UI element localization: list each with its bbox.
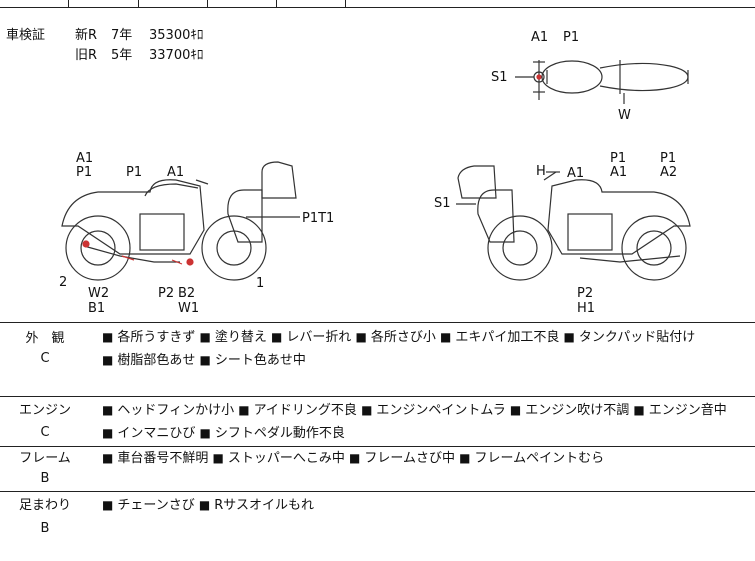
left-side-motorcycle (61, 161, 300, 281)
issue-item: 車台番号不鮮明 (102, 451, 208, 466)
label-p2: P2 (158, 286, 175, 301)
diagram-bottom-border (0, 322, 755, 323)
label-h: H (536, 164, 546, 179)
issue-item: フレームさび中 (349, 451, 455, 466)
issue-item: 塗り替え (200, 330, 267, 345)
issue-item: ストッパーへこみ中 (213, 451, 345, 466)
inspection-type: 旧R (75, 48, 98, 63)
issue-item: シフトペダル動作不良 (200, 426, 345, 441)
section-items: ヘッドフィンかけ小 アイドリング不良 エンジンペイントムラ エンジン吹け不調 エ… (102, 399, 752, 445)
label-s1: S1 (491, 70, 508, 85)
issue-item: エンジンペイントムラ (361, 403, 506, 418)
section-items: チェーンさび Rサスオイルもれ (102, 494, 752, 517)
inspection-years: 7年 (111, 28, 133, 43)
top-cell-divider (138, 0, 139, 7)
inspection-amount: 35300ｷﾛ (149, 28, 204, 43)
label-b1: B1 (88, 301, 106, 316)
issue-item: Rサスオイルもれ (199, 498, 314, 513)
label-a1: A1 (610, 165, 628, 180)
label-s1: S1 (434, 196, 451, 211)
inspection-years: 5年 (111, 48, 133, 63)
section-grade: C (40, 425, 50, 440)
label-p1: P1 (76, 165, 93, 180)
top-view-motorcycle (515, 60, 689, 104)
label-2: 2 (59, 275, 68, 290)
issue-item: 各所うすきず (102, 330, 195, 345)
section-items: 車台番号不鮮明 ストッパーへこみ中 フレームさび中 フレームペイントむら (102, 447, 752, 470)
right-side-motorcycle (456, 165, 691, 281)
section-items: 各所うすきず 塗り替え レバー折れ 各所さび小 エキパイ加工不良 タンクパッド貼… (102, 326, 752, 372)
issue-item: アイドリング不良 (238, 403, 357, 418)
section-name: 足まわり (18, 498, 71, 513)
issue-item: レバー折れ (271, 330, 351, 345)
inspection-label: 車検証 (6, 28, 46, 43)
label-a1: A1 (531, 30, 549, 45)
issue-item: チェーンさび (102, 498, 195, 513)
label-a1: A1 (167, 165, 185, 180)
section-name: フレーム (19, 451, 71, 466)
issue-item: エンジン音中 (633, 403, 726, 418)
section-divider (0, 446, 755, 447)
section-grade: B (40, 471, 50, 486)
label-a1: A1 (76, 151, 94, 166)
issue-item: 樹脂部色あせ (102, 353, 195, 368)
issue-item: 各所さび小 (356, 330, 436, 345)
label-h1: H1 (577, 301, 596, 316)
label-p1: P1 (563, 30, 580, 45)
top-cell-divider (276, 0, 277, 7)
label-w1: W1 (178, 301, 200, 316)
label-1: 1 (256, 276, 265, 291)
section-grade: C (40, 351, 50, 366)
label-w2: W2 (88, 286, 110, 301)
top-cell-divider (345, 0, 346, 7)
label-p1: P1 (126, 165, 143, 180)
issue-item: エキパイ加工不良 (440, 330, 559, 345)
issue-item: シート色あせ中 (200, 353, 306, 368)
issue-item: インマニひび (102, 426, 195, 441)
top-cell-divider (207, 0, 208, 7)
label-p1: P1 (660, 151, 677, 166)
label-a2: A2 (660, 165, 678, 180)
section-name: 外 観 (25, 331, 65, 346)
issue-item: フレームペイントむら (459, 451, 604, 466)
label-b2: B2 (178, 286, 196, 301)
issue-item: エンジン吹け不調 (510, 403, 629, 418)
section-name: エンジン (18, 403, 71, 418)
motorcycle-damage-diagram (61, 60, 691, 281)
label-p2: P2 (577, 286, 594, 301)
issue-item: ヘッドフィンかけ小 (102, 403, 234, 418)
section-grade: B (40, 521, 50, 536)
label-p1t1: P1T1 (302, 211, 335, 226)
issue-item: タンクパッド貼付け (564, 330, 696, 345)
section-divider (0, 491, 755, 492)
inspection-type: 新R (75, 28, 98, 43)
inspection-amount: 33700ｷﾛ (149, 48, 204, 63)
section-divider (0, 396, 755, 397)
label-w: W (618, 108, 631, 123)
label-a1: A1 (567, 166, 585, 181)
label-p1: P1 (610, 151, 627, 166)
top-border (0, 7, 755, 8)
top-cell-divider (68, 0, 69, 7)
